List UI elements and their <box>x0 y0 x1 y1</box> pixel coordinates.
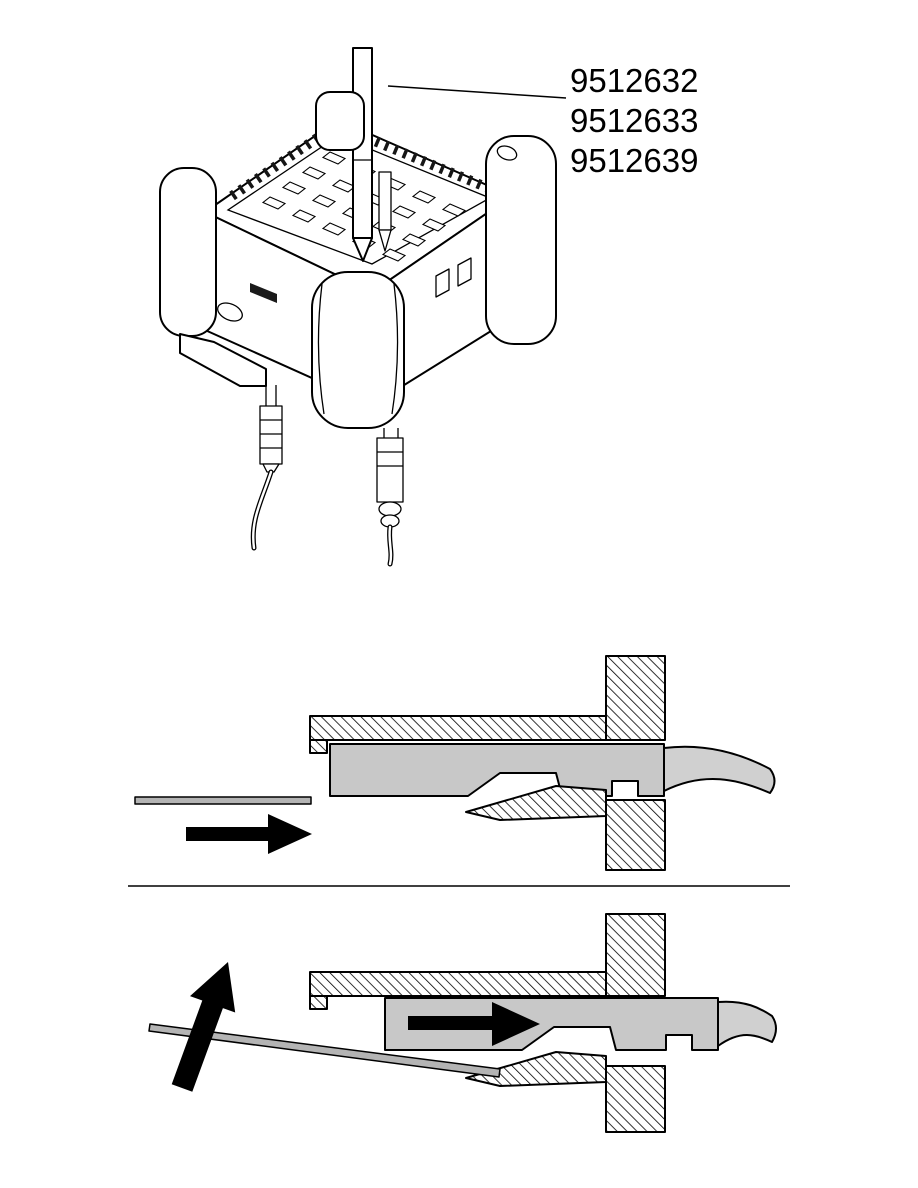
housing-top-wall-lip <box>309 739 328 754</box>
wire-left-core <box>252 470 273 550</box>
right-wall-vent-slot <box>457 257 472 287</box>
housing-top-wall <box>309 715 607 741</box>
housing-top-wall-lip <box>309 995 328 1010</box>
removal-tool-pin-tip <box>378 229 392 252</box>
extraction-tool-shaft <box>134 796 312 805</box>
wire-right-core <box>388 525 393 566</box>
terminal-body <box>384 997 719 1051</box>
left-wall-hole <box>217 302 243 322</box>
housing-wall-lower-block <box>605 799 666 871</box>
part-number: 9512632 <box>570 62 698 99</box>
housing-body <box>159 47 557 429</box>
wire-lead-left <box>250 385 283 551</box>
housing-wall-upper-block <box>605 655 666 741</box>
pry-arrow-up <box>171 962 236 1092</box>
removal-tool-pin <box>378 171 392 231</box>
terminal-slide-arrow-right <box>408 1002 540 1046</box>
wire-lead-right <box>376 428 404 567</box>
corner-pillar-front <box>311 271 405 429</box>
right-wall-vent-slot <box>435 268 450 298</box>
wire-exit <box>663 745 776 794</box>
extraction-tool-shaft <box>148 1023 501 1078</box>
deck-inner-rim <box>226 135 492 265</box>
rim-teeth-right <box>346 125 500 197</box>
corner-pillar-left <box>159 167 217 337</box>
housing-wall-upper-block <box>605 913 666 997</box>
retaining-lance-wedge <box>465 785 607 821</box>
removal-tool-blade-tip <box>352 237 373 262</box>
callout-leader-line <box>387 85 567 99</box>
front-pillar-contour-right <box>391 283 399 415</box>
left-wall-slot <box>250 283 277 303</box>
rim-teeth-left <box>229 123 335 201</box>
terminal-neck-left <box>262 463 280 473</box>
corner-pillar-back <box>315 91 365 151</box>
housing-wall-lower-block <box>605 1065 666 1133</box>
part-number: 9512633 <box>570 102 698 139</box>
terminal-body <box>329 743 665 797</box>
cross-section-terminal-released <box>148 913 777 1133</box>
front-pillar-contour-left <box>317 283 325 415</box>
corner-pillar-right <box>485 135 557 345</box>
cross-section-tool-aligned <box>134 655 776 871</box>
wire-exit <box>717 1000 777 1047</box>
connector-housing-figure <box>159 47 557 567</box>
part-number: 9512639 <box>570 142 698 179</box>
crimp-barrel-upper <box>378 501 402 517</box>
insert-direction-arrow-right <box>186 814 312 854</box>
crimp-terminal-right <box>376 437 404 503</box>
crimp-terminal-left <box>259 405 283 465</box>
part-number-callout: 9512632 9512633 9512639 <box>387 62 698 179</box>
housing-top-wall <box>309 971 607 997</box>
right-pillar-hole <box>496 145 518 161</box>
